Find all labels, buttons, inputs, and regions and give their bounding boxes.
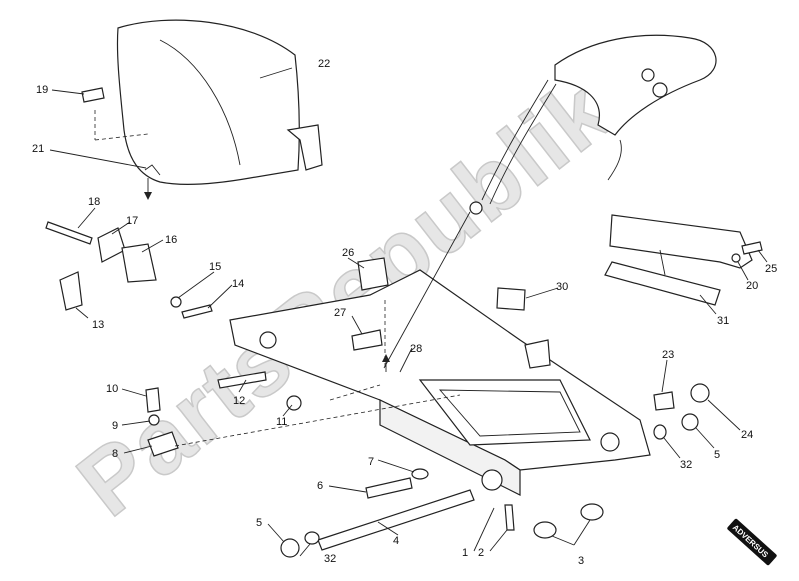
- callout-15: 15: [209, 261, 221, 273]
- sensor-16: [121, 243, 157, 283]
- callout-4: 4: [393, 535, 399, 547]
- washer-7: [411, 468, 429, 480]
- callout-19: 19: [36, 84, 48, 96]
- callout-32a: 32: [324, 553, 336, 565]
- callout-17: 17: [126, 215, 138, 227]
- chain-guard: [469, 34, 717, 215]
- washer-3b: [580, 503, 604, 521]
- callout-5b: 5: [714, 449, 720, 461]
- callout-12: 12: [233, 395, 245, 407]
- leader-lines: [49, 67, 768, 557]
- callout-32b: 32: [680, 459, 692, 471]
- adversus-stamp: ADVERSUS: [727, 518, 777, 566]
- screw-10: [145, 387, 161, 413]
- callout-28: 28: [410, 343, 422, 355]
- screw-2: [504, 504, 515, 531]
- callout-30: 30: [556, 281, 568, 293]
- callout-9: 9: [112, 420, 118, 432]
- callout-21: 21: [32, 143, 44, 155]
- bracket-13: [59, 271, 83, 311]
- callout-14: 14: [232, 278, 244, 290]
- callout-22: 22: [318, 58, 330, 70]
- bracket-26: [357, 257, 389, 291]
- ring-32b: [653, 424, 667, 440]
- callout-5a: 5: [256, 517, 262, 529]
- bushing-27: [351, 329, 383, 351]
- footrest-plate: [604, 214, 753, 306]
- callout-6: 6: [317, 480, 323, 492]
- callout-24: 24: [741, 429, 753, 441]
- callout-3: 3: [578, 555, 584, 567]
- bracket-8: [147, 431, 179, 457]
- bolt-18: [45, 221, 93, 245]
- screw-25: [741, 241, 763, 255]
- callout-16: 16: [165, 234, 177, 246]
- stamp-text: ADVERSUS: [731, 523, 771, 560]
- callout-2: 2: [478, 547, 484, 559]
- callout-20: 20: [746, 280, 758, 292]
- callout-13: 13: [92, 319, 104, 331]
- callout-8: 8: [112, 448, 118, 460]
- callouts: 1 2 3 4 5 5 6 7 8 9 10 11 12 13 14 15 16…: [32, 58, 777, 567]
- nut-24: [690, 383, 710, 403]
- washer-9: [148, 414, 160, 426]
- plate-30: [496, 287, 526, 311]
- cap-5b: [681, 413, 699, 431]
- washer-20: [731, 253, 741, 263]
- small-parts: [45, 87, 763, 558]
- bolt-14: [181, 304, 213, 319]
- callout-7: 7: [368, 456, 374, 468]
- callout-26: 26: [342, 247, 354, 259]
- callout-11: 11: [276, 416, 287, 428]
- callout-23: 23: [662, 349, 674, 361]
- arrows: [144, 178, 390, 372]
- callout-27: 27: [334, 307, 346, 319]
- rear-mudguard: [116, 19, 323, 185]
- swing-arm: [229, 269, 651, 496]
- bolt-12: [217, 371, 267, 389]
- washer-15: [170, 296, 182, 308]
- ring-32a: [304, 531, 320, 545]
- callout-31: 31: [717, 315, 729, 327]
- bracket-17: [97, 227, 126, 263]
- pivot-shaft: [317, 489, 475, 551]
- callout-1: 1: [462, 547, 468, 559]
- bolt-6: [365, 477, 413, 499]
- screw-19: [81, 87, 105, 103]
- callout-18: 18: [88, 196, 100, 208]
- bracket-23: [653, 391, 675, 411]
- callout-10: 10: [106, 383, 118, 395]
- cap-5a: [280, 538, 300, 558]
- callout-25: 25: [765, 263, 777, 275]
- washer-3a: [533, 521, 557, 539]
